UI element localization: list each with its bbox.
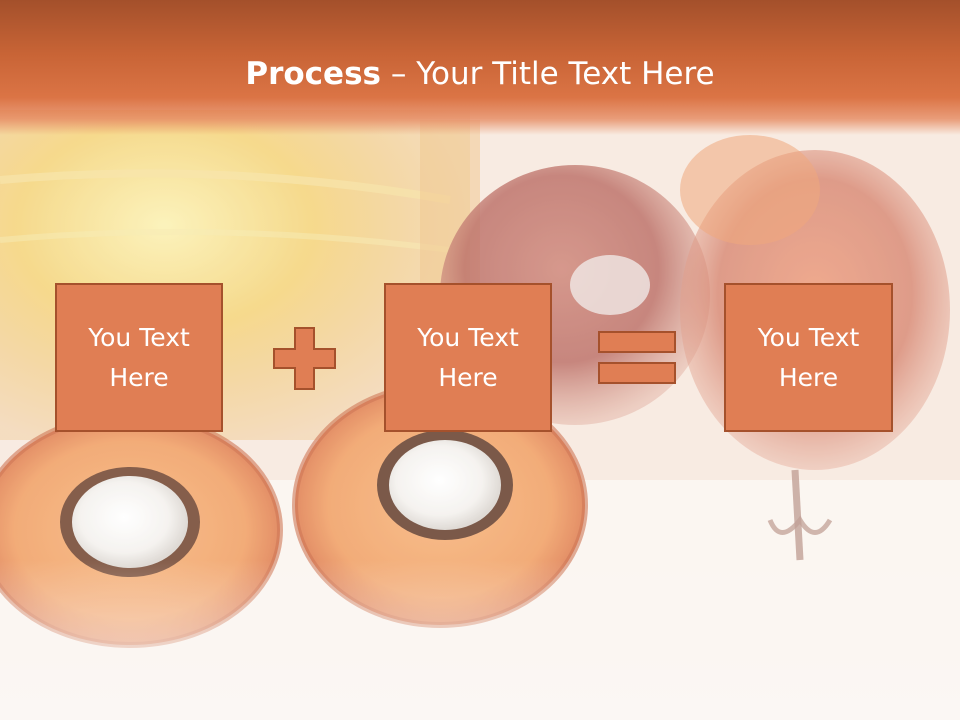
process-box-3[interactable]: You Text Here bbox=[724, 283, 893, 432]
slide-title-bold: Process bbox=[245, 56, 381, 92]
slide-title-rest: – Your Title Text Here bbox=[381, 56, 715, 92]
slide-title[interactable]: Process – Your Title Text Here bbox=[0, 52, 960, 96]
process-box-2-text: You Text Here bbox=[417, 322, 519, 392]
title-bar bbox=[0, 0, 960, 135]
process-box-2[interactable]: You Text Here bbox=[384, 283, 552, 432]
process-box-1-text: You Text Here bbox=[88, 322, 190, 392]
equals-icon bbox=[598, 331, 676, 384]
plus-icon bbox=[273, 327, 336, 390]
process-box-3-text: You Text Here bbox=[757, 322, 860, 392]
process-box-1[interactable]: You Text Here bbox=[55, 283, 223, 432]
